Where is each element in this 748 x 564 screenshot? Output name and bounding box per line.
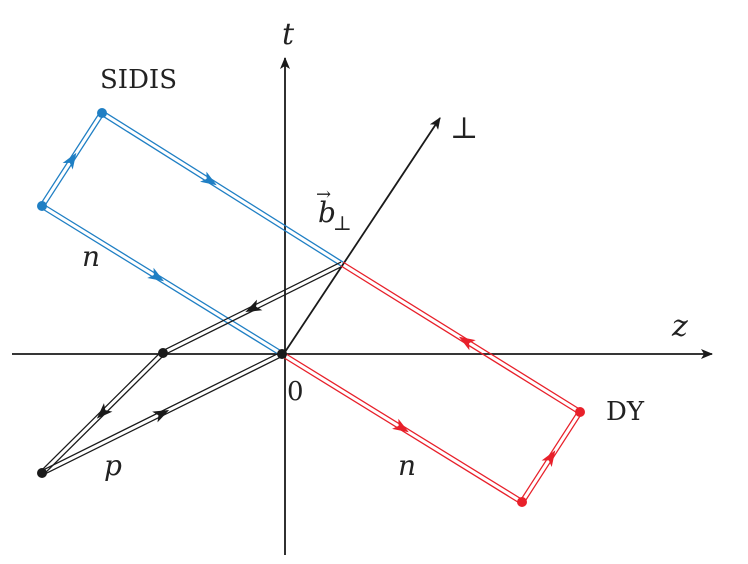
t-axis-label: t: [282, 17, 295, 52]
sidis-segment: [102, 110, 344, 263]
sidis-arrowhead: [62, 152, 77, 170]
axes: [12, 57, 713, 555]
sidis-segment: [40, 207, 282, 357]
black-paths: [39, 261, 344, 476]
dy-arrowhead: [541, 450, 556, 467]
sidis-loop: [39, 110, 344, 357]
sidis-arrowhead: [147, 267, 165, 282]
dy-segment: [340, 265, 580, 415]
p-label: p: [104, 449, 122, 482]
sidis-segment: [100, 114, 342, 267]
sidis-segment: [42, 203, 284, 353]
perp-axis: [282, 117, 441, 356]
black-arrowhead: [152, 409, 170, 423]
dy-segment: [342, 261, 582, 411]
z-axis-label: z: [671, 309, 688, 344]
black-arrowhead: [96, 403, 113, 419]
b-vector-label: b: [318, 196, 336, 229]
dy-vertex-dot: [517, 497, 527, 507]
b-vector-arrow: →: [316, 184, 331, 205]
black-vertex-dot: [158, 348, 168, 358]
dy-loop: [280, 261, 583, 505]
path-marks: [37, 108, 585, 507]
dy-arrowhead: [392, 418, 409, 433]
dy-label: DY: [606, 397, 645, 427]
sidis-arrowhead: [200, 171, 217, 186]
sidis-vertex-dot: [97, 108, 107, 118]
b-perp-label: → b ⊥: [316, 184, 352, 235]
dy-arrowhead: [458, 336, 476, 351]
n-sidis-label: n: [82, 240, 100, 273]
black-vertex-dot: [37, 468, 47, 478]
dy-vertex-dot: [575, 407, 585, 417]
black-arrowhead: [245, 299, 263, 313]
origin-vertex-dot: [277, 349, 287, 359]
n-dy-label: n: [398, 449, 416, 482]
b-vector-subscript: ⊥: [333, 211, 352, 235]
sidis-label: SIDIS: [100, 65, 177, 95]
perp-axis-label: ⊥: [450, 111, 478, 146]
sidis-vertex-dot: [37, 201, 47, 211]
origin-label: 0: [287, 377, 304, 407]
